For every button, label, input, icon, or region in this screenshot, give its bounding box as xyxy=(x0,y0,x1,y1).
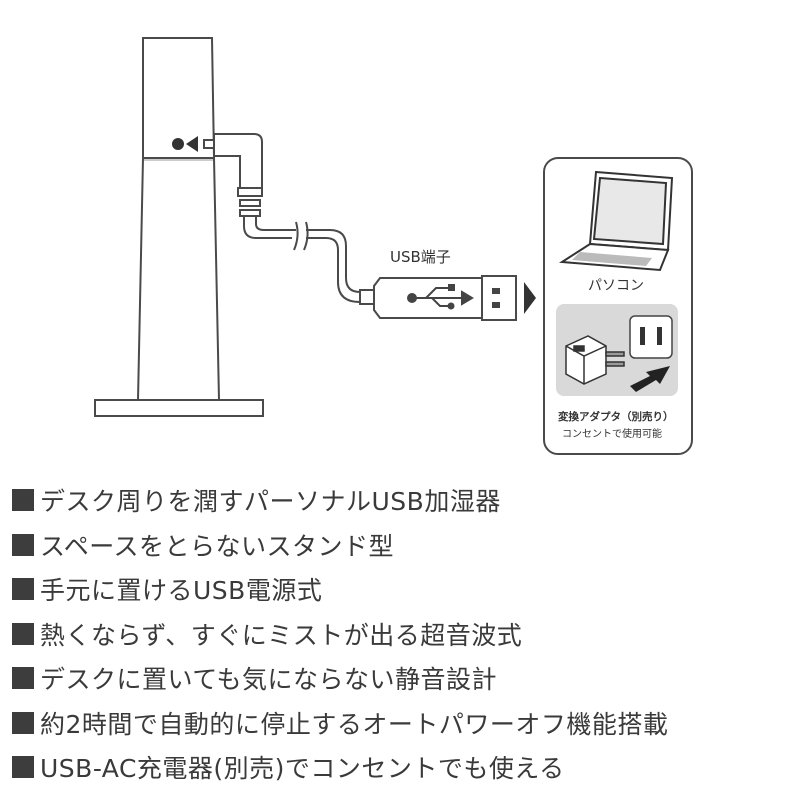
arrow-right-icon xyxy=(524,282,536,314)
feature-text: 約2時間で自動的に停止するオートパワーオフ機能搭載 xyxy=(40,709,669,739)
bullet-square-icon xyxy=(12,489,34,512)
insert-arrow-icon xyxy=(630,366,670,392)
bullet-square-icon xyxy=(12,756,34,779)
bullet-square-icon xyxy=(12,622,34,645)
feature-item: デスク周りを潤すパーソナルUSB加湿器 xyxy=(12,478,792,523)
cable xyxy=(243,216,361,303)
power-indicator-icon xyxy=(172,136,198,152)
feature-item: 手元に置けるUSB電源式 xyxy=(12,567,792,612)
feature-item: スペースをとらないスタンド型 xyxy=(12,523,792,568)
laptop-icon xyxy=(558,170,674,272)
ac-adapter-icon xyxy=(565,335,625,385)
humidifier-stand xyxy=(94,37,264,417)
bullet-square-icon xyxy=(12,578,34,601)
feature-text: デスク周りを潤すパーソナルUSB加湿器 xyxy=(40,487,501,517)
connection-diagram: USB端子 パソコン 変換アダプタ（別売り） コンセントで使用可能 xyxy=(94,37,693,455)
feature-item: 熱くならず、すぐにミストが出る超音波式 xyxy=(12,612,792,657)
adapter-label: 変換アダプタ（別売り） xyxy=(558,410,674,423)
feature-text: 熱くならず、すぐにミストが出る超音波式 xyxy=(40,620,523,650)
usb-port-label: USB端子 xyxy=(390,248,451,266)
feature-list: デスク周りを潤すパーソナルUSB加湿器 スペースをとらないスタンド型 手元に置け… xyxy=(12,478,792,790)
feature-item: USB-AC充電器(別売)でコンセントでも使える xyxy=(12,745,792,790)
usb-symbol-icon xyxy=(407,284,474,310)
outlet-label: コンセントで使用可能 xyxy=(562,427,662,440)
bullet-square-icon xyxy=(12,711,34,734)
dc-plug-icon xyxy=(203,133,263,217)
wall-outlet-icon xyxy=(629,315,673,359)
feature-item: 約2時間で自動的に停止するオートパワーオフ機能搭載 xyxy=(12,701,792,746)
feature-text: スペースをとらないスタンド型 xyxy=(40,531,395,561)
feature-text: USB-AC充電器(別売)でコンセントでも使える xyxy=(40,754,565,784)
feature-item: デスクに置いても気にならない静音設計 xyxy=(12,656,792,701)
feature-text: デスクに置いても気にならない静音設計 xyxy=(40,665,498,695)
bullet-square-icon xyxy=(12,533,34,556)
pc-label: パソコン xyxy=(588,278,644,294)
feature-text: 手元に置けるUSB電源式 xyxy=(40,576,323,606)
bullet-square-icon xyxy=(12,667,34,690)
